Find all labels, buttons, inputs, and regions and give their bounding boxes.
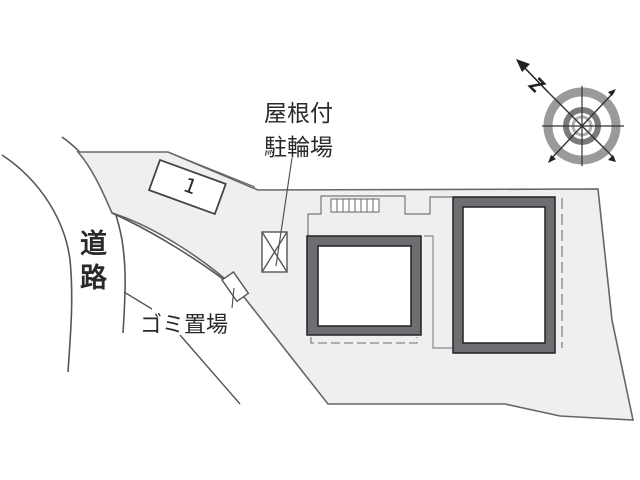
lot-boundary-line (167, 151, 256, 188)
bicycle-parking (261, 231, 288, 273)
covered-bicycle-parking-label-line1: 屋根付 (264, 101, 333, 127)
road-label-char2: 路 (80, 263, 107, 294)
building-b (452, 196, 563, 354)
garbage-area (221, 270, 250, 309)
garbage-leader-line (123, 291, 241, 405)
road-outer-edge (1, 154, 73, 373)
covered-bicycle-parking-label: 屋根付 駐輪場 (264, 97, 333, 165)
compass-rose-icon (516, 59, 624, 166)
walkway-right-outline (424, 235, 452, 349)
parking-space-1 (147, 158, 227, 216)
covered-bicycle-parking-label-line2: 駐輪場 (264, 135, 333, 161)
road-label-char1: 道 (80, 229, 107, 260)
stairs (330, 198, 380, 213)
bicycle-leader-line (275, 157, 293, 267)
road-label: 道 路 (80, 228, 110, 296)
garbage-area-label: ゴミ置場 (140, 313, 229, 338)
walkway-outline (307, 195, 452, 236)
building-a (306, 235, 422, 344)
